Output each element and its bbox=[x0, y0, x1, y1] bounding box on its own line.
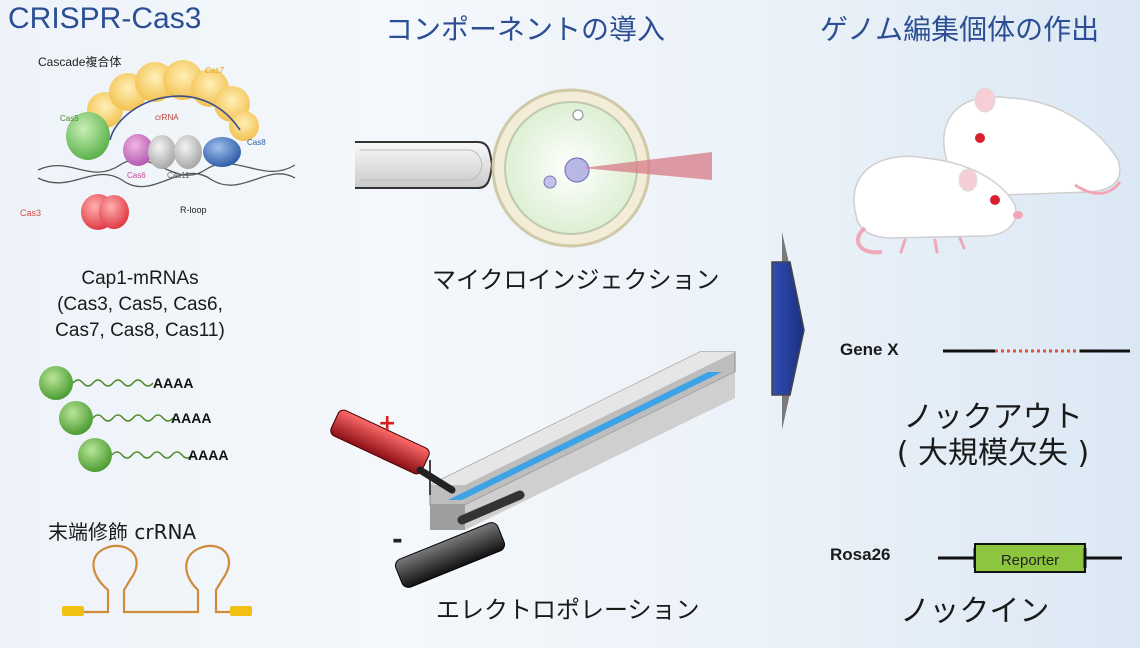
polar-body bbox=[572, 109, 584, 121]
negative-electrode-probe bbox=[394, 522, 506, 588]
crrna-end-modification-right bbox=[230, 606, 252, 616]
knockout-label: ノックアウト ( 大規模欠失 ) bbox=[868, 400, 1118, 472]
cas11-subunit-1 bbox=[148, 135, 176, 169]
polya-tail-3: AAAA bbox=[188, 447, 228, 463]
process-arrow bbox=[771, 232, 805, 430]
gene-x-label: Gene X bbox=[840, 340, 899, 359]
crispr-cas3-title: CRISPR-Cas3 bbox=[8, 2, 202, 35]
reporter-label: Reporter bbox=[1001, 552, 1059, 569]
electroporation-label: エレクトロポレーション bbox=[436, 596, 700, 624]
minus-sign: - bbox=[392, 525, 403, 555]
rosa26-label: Rosa26 bbox=[830, 545, 891, 564]
knockout-line-2: ( 大規模欠失 ) bbox=[896, 436, 1090, 471]
knockin-label: ノックイン bbox=[900, 594, 1050, 629]
cas5-subunit bbox=[66, 112, 110, 160]
polya-tail-1: AAAA bbox=[153, 375, 193, 391]
rosa26-locus: Reporter bbox=[938, 543, 1122, 573]
holding-pipette bbox=[355, 141, 494, 189]
cas3-label: Cas3 bbox=[20, 208, 41, 218]
cas3-subunit-b bbox=[99, 195, 129, 229]
mouse-back-eye bbox=[975, 133, 985, 143]
microinjection-label: マイクロインジェクション bbox=[432, 266, 720, 294]
cas7-subunits bbox=[87, 60, 259, 141]
cap1-line-3: Cas7, Cas8, Cas11) bbox=[55, 320, 225, 341]
pronucleus-small bbox=[543, 175, 557, 189]
mrna-cap-1 bbox=[39, 366, 73, 400]
component-introduction-title: コンポーネントの導入 bbox=[385, 13, 666, 46]
cascade-complex-illustration: Cas5 Cas7 crRNA Cas8 Cas6 Cas11 Cas3 R-l… bbox=[20, 54, 296, 230]
positive-electrode-probe bbox=[330, 409, 430, 475]
cas6-label: Cas6 bbox=[127, 171, 146, 180]
crrna-end-modification-left bbox=[62, 606, 84, 616]
crrna-strand bbox=[109, 95, 241, 141]
cas6-subunit bbox=[203, 137, 241, 167]
cascade-complex-label: Cascade複合体 bbox=[38, 54, 121, 69]
crrna-label-small: crRNA bbox=[155, 113, 179, 122]
cas7-label: Cas7 bbox=[205, 66, 224, 75]
mice-illustration bbox=[853, 87, 1122, 255]
crrna-illustration bbox=[62, 544, 252, 616]
polya-tail-2: AAAA bbox=[171, 410, 211, 426]
cap1-line-1: Cap1-mRNAs bbox=[81, 268, 199, 289]
mrna-illustration: AAAA AAAA AAAA bbox=[39, 366, 228, 472]
mouse-front-eye bbox=[990, 195, 1000, 205]
injection-needle bbox=[582, 152, 712, 180]
cas11-subunit-2 bbox=[174, 135, 202, 169]
pronucleus-large bbox=[564, 157, 590, 183]
cas8-pink-subunit bbox=[123, 134, 153, 166]
rloop-label: R-loop bbox=[180, 205, 207, 215]
electroporation-buffer-channel bbox=[448, 372, 722, 500]
mrna-cap-3 bbox=[78, 438, 112, 472]
microinjection-illustration bbox=[355, 88, 712, 248]
plus-sign: + bbox=[378, 411, 396, 436]
end-modified-crrna-label: 末端修飾 crRNA bbox=[48, 520, 197, 544]
electroporation-illustration: + - bbox=[330, 351, 736, 588]
cas11-label: Cas11 bbox=[167, 171, 190, 180]
mrna-cap-2 bbox=[59, 401, 93, 435]
cap1-line-2: (Cas3, Cas5, Cas6, bbox=[57, 294, 223, 315]
genome-editing-production-title: ゲノム編集個体の作出 bbox=[820, 13, 1100, 46]
cas5-label: Cas5 bbox=[60, 114, 79, 123]
knockout-line-1: ノックアウト bbox=[903, 400, 1083, 435]
reporter-cassette bbox=[974, 543, 1086, 573]
cas8-label: Cas8 bbox=[247, 138, 266, 147]
cap1-mrnas-label: Cap1-mRNAs (Cas3, Cas5, Cas6, Cas7, Cas8… bbox=[20, 266, 260, 344]
